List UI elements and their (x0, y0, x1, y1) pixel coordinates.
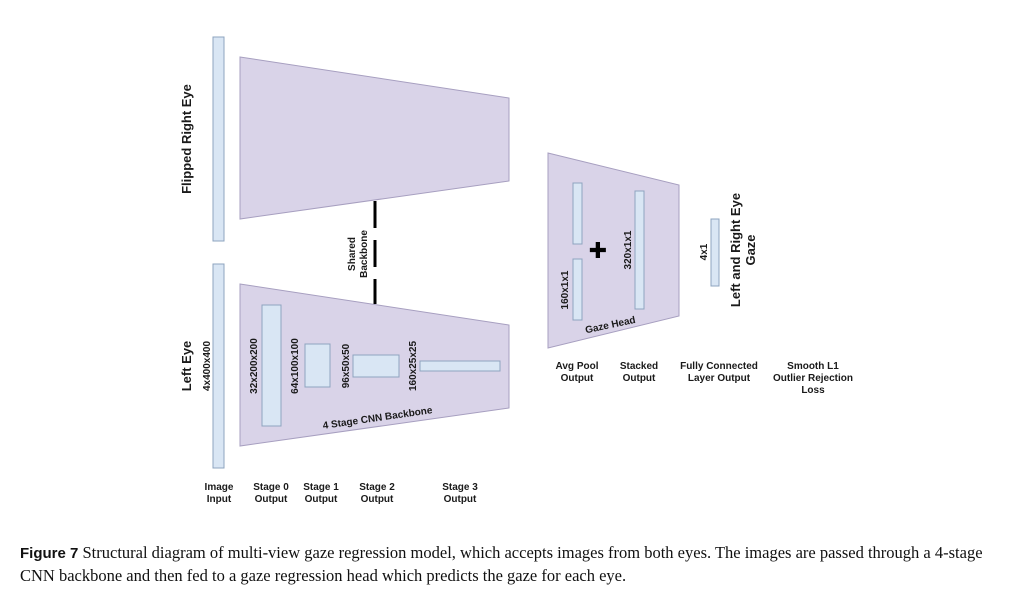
stage2-size-label: 96x50x50 (341, 343, 352, 388)
stage1-output-label-line1: Stage 1 (303, 482, 339, 493)
plus-icon: ✚ (589, 239, 607, 264)
image-input-label-line2: Input (207, 494, 232, 505)
stage3-size-label: 160x25x25 (408, 341, 419, 391)
fc-output-feature (710, 218, 720, 287)
stacked-feature (634, 190, 645, 310)
loss-label-line3: Loss (801, 385, 825, 396)
stage0-feature-map (261, 304, 282, 427)
loss-label-line1: Smooth L1 (787, 361, 839, 372)
stacked-output-label-line2: Output (623, 373, 656, 384)
left-eye-input (212, 263, 225, 469)
flipped-right-eye-label: Flipped Right Eye (179, 84, 194, 194)
figure-caption: Figure 7 Structural diagram of multi-vie… (20, 542, 1004, 587)
avgpool-left-feature (572, 258, 583, 321)
flipped-right-eye-input (212, 36, 225, 242)
stage3-feature-map (419, 360, 501, 372)
stage1-size-label: 64x100x100 (290, 338, 301, 394)
fc-size-label: 4x1 (699, 243, 710, 260)
image-input-label-line1: Image (205, 482, 234, 493)
left-eye-label: Left Eye (179, 341, 194, 392)
figure-number: Figure 7 (20, 545, 79, 562)
avgpool-output-label-line2: Output (561, 373, 594, 384)
stage0-output-label-line2: Output (255, 494, 288, 505)
stage1-output-label-line2: Output (305, 494, 338, 505)
stage0-output-label-line1: Stage 0 (253, 482, 289, 493)
stage2-output-label-line2: Output (361, 494, 394, 505)
stage2-output-label-line1: Stage 2 (359, 482, 395, 493)
stacked-output-label-line1: Stacked (620, 361, 658, 372)
stage1-feature-map (304, 343, 331, 388)
input-size-label: 4x400x400 (202, 341, 213, 391)
stacked-size-label: 320x1x1 (623, 230, 634, 269)
caption-text: Structural diagram of multi-view gaze re… (20, 543, 983, 585)
top-backbone-trapezoid (239, 56, 510, 220)
avgpool-size-label: 160x1x1 (560, 270, 571, 309)
avgpool-output-label-line1: Avg Pool (556, 361, 599, 372)
loss-label-line2: Outlier Rejection (773, 373, 853, 384)
gaze-model-diagram: Flipped Right Eye Left Eye 4x400x400 Sha… (179, 36, 853, 505)
stage3-output-label-line2: Output (444, 494, 477, 505)
shared-backbone-label-line1: Shared (347, 237, 358, 271)
fc-output-label-line2: Layer Output (688, 373, 751, 384)
fc-output-label-line1: Fully Connected (680, 361, 758, 372)
output-gaze-label-line1: Left and Right Eye (728, 193, 743, 307)
stage3-output-label-line1: Stage 3 (442, 482, 478, 493)
shared-backbone-label-line2: Backbone (359, 230, 370, 278)
stage0-size-label: 32x200x200 (249, 338, 260, 394)
output-gaze-label-line2: Gaze (743, 234, 758, 265)
stage2-feature-map (352, 354, 400, 378)
avgpool-right-feature (572, 182, 583, 245)
